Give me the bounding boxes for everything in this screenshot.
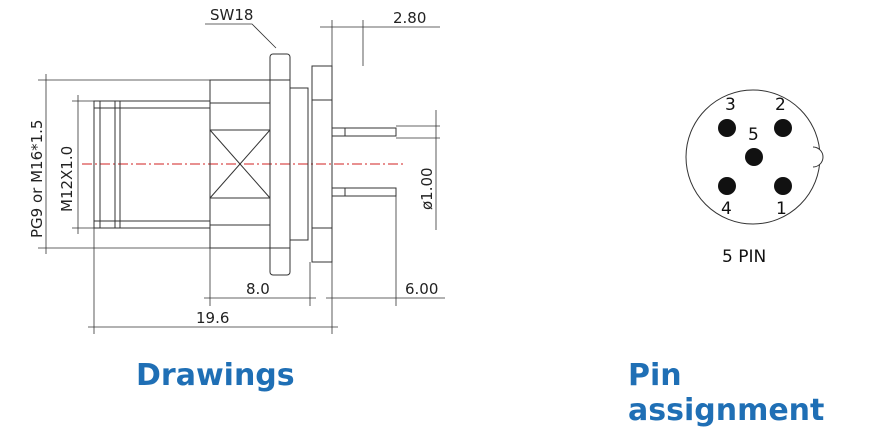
pin-2-label: 2	[775, 95, 786, 115]
pin-2-contact	[774, 119, 792, 137]
pin-assignment-diagram: 3 2 5 4 1 5 PIN	[685, 89, 824, 267]
coding-key	[812, 146, 824, 168]
washer	[289, 87, 309, 241]
flange	[311, 65, 333, 263]
pin-3-label: 3	[725, 95, 736, 115]
dimension-lines	[38, 20, 445, 334]
dimension-texts: SW18 2.80 ø1.00 8.0 6.00 19.6 PG9 or M16…	[28, 6, 438, 327]
pin-diameter-label: ø1.00	[418, 167, 436, 210]
drawings-caption: Drawings	[136, 358, 295, 393]
pcb-pin-upper	[331, 127, 397, 137]
total-length-label: 19.6	[196, 309, 229, 327]
pin-3-contact	[718, 119, 736, 137]
flange-thickness-label: 2.80	[393, 9, 426, 27]
pin-4-label: 4	[721, 199, 732, 219]
body-length-label: 8.0	[246, 280, 270, 298]
pcb-pin-lower	[331, 187, 397, 197]
connector-side-view	[82, 53, 405, 276]
pin-length-label: 6.00	[405, 280, 438, 298]
technical-drawing-canvas: SW18 2.80 ø1.00 8.0 6.00 19.6 PG9 or M16…	[28, 6, 824, 334]
outer-thread-label: PG9 or M16*1.5	[28, 120, 46, 238]
pin-1-label: 1	[776, 199, 787, 219]
pin-count-label: 5 PIN	[722, 247, 766, 267]
wrench-size-label: SW18	[210, 6, 253, 24]
pin-5-contact	[745, 148, 763, 166]
pin-4-contact	[718, 177, 736, 195]
pin-5-label: 5	[748, 125, 759, 145]
pin-assignment-caption: Pin assignment	[628, 358, 825, 428]
inner-thread-label: M12X1.0	[58, 146, 76, 212]
pin-1-contact	[774, 177, 792, 195]
